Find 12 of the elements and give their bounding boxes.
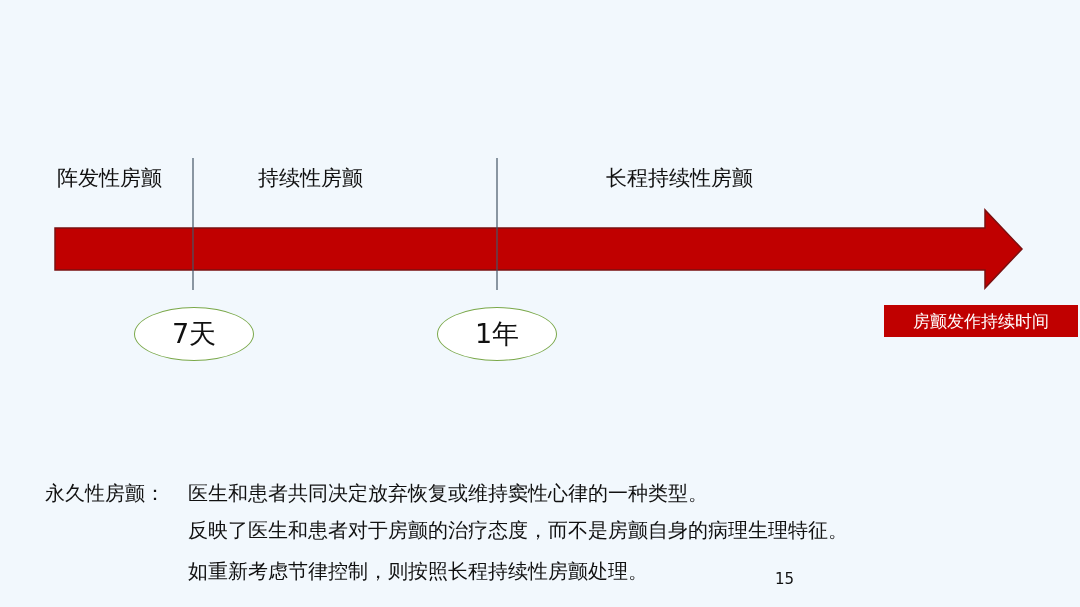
page-number: 15 — [775, 570, 795, 588]
node-text: 1年 — [474, 317, 520, 351]
segment-label: 阵发性房颤 — [57, 165, 162, 192]
segment-label: 长程持续性房颤 — [606, 165, 753, 192]
node-text: 房颤发作持续时间 — [913, 309, 1049, 333]
note-heading: 永久性房颤： — [45, 480, 165, 507]
segment-label: 持续性房颤 — [258, 165, 363, 192]
note-text: 如重新考虑节律控制，则按照长程持续性房颤处理。 — [188, 558, 648, 585]
axis-tag — [884, 305, 1078, 337]
note-text: 反映了医生和患者对于房颤的治疗态度，而不是房颤自身的病理生理特征。 — [188, 517, 848, 544]
node-text: 7天 — [171, 317, 217, 351]
note-text: 医生和患者共同决定放弃恢复或维持窦性心律的一种类型。 — [188, 480, 708, 507]
